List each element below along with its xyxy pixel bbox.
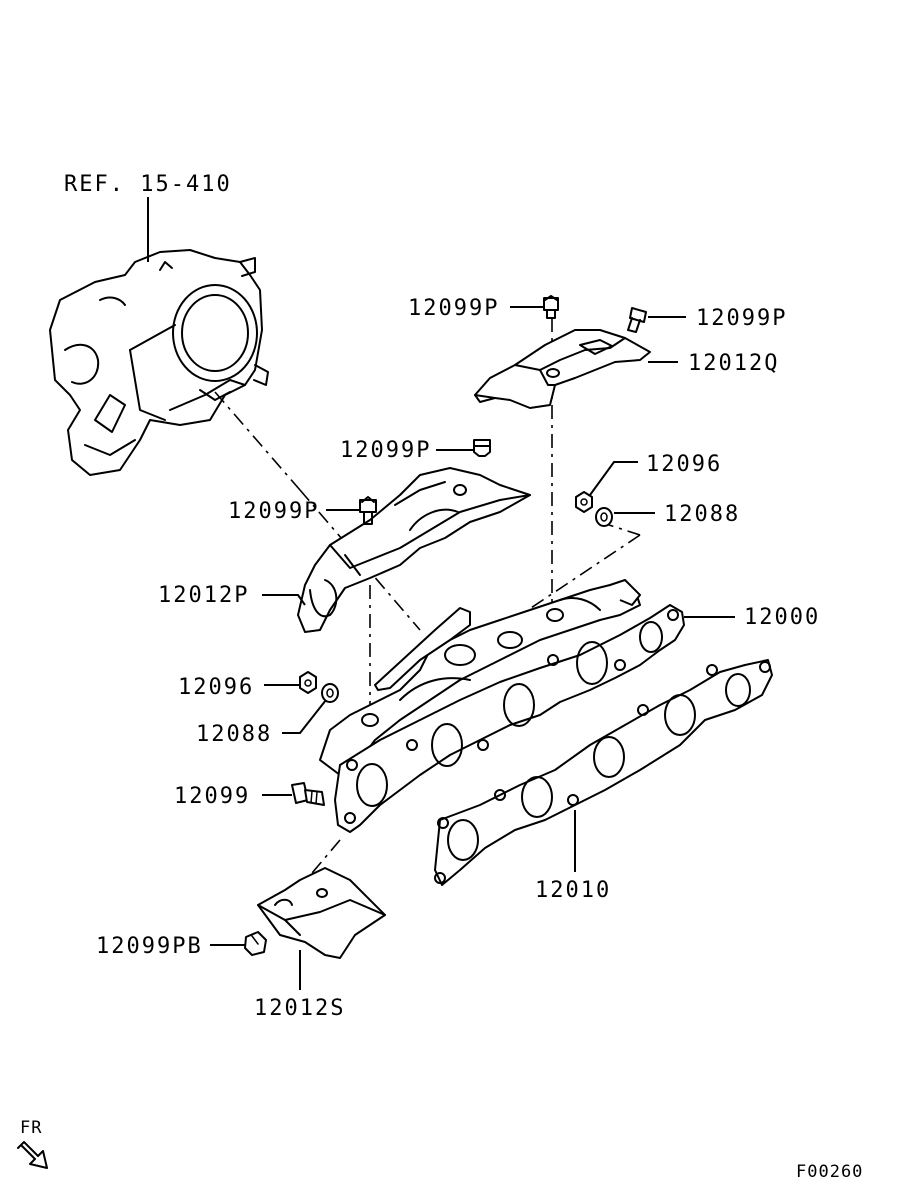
label-ref: REF. 15-410 [64, 172, 232, 197]
label-12088-right: 12088 [664, 502, 740, 527]
turbocharger-drawing [49, 249, 269, 476]
bolt-12099p-right [627, 307, 647, 333]
figure-code: F00260 [796, 1162, 863, 1182]
label-12099p-top: 12099P [408, 296, 499, 321]
exhaust-manifold-12000 [319, 579, 685, 833]
front-direction-indicator: FR [17, 1118, 48, 1169]
part-labels: REF. 15-410 12099P 12099P 12012Q 12099P … [64, 172, 820, 1021]
heat-shield-12012p [297, 467, 531, 633]
fr-label: FR [20, 1118, 42, 1138]
label-12096-right: 12096 [646, 452, 722, 477]
label-12000: 12000 [744, 605, 820, 630]
label-12099: 12099 [174, 784, 250, 809]
leader-lines [210, 306, 735, 990]
washer-12088-right [595, 507, 613, 527]
cap-12099p [473, 439, 491, 457]
heat-shield-12012s [257, 867, 386, 959]
bolt-12099p-top [543, 295, 559, 319]
label-12099p-mid: 12099P [228, 499, 319, 524]
nut-12096-right [575, 491, 593, 513]
nut-12096-left [299, 671, 317, 694]
label-12012p: 12012P [158, 583, 249, 608]
heat-shield-12012q [474, 329, 651, 409]
label-12088-left: 12088 [196, 722, 272, 747]
label-12012q: 12012Q [688, 351, 779, 376]
bolt-12099pb [244, 931, 267, 956]
label-12010: 12010 [535, 878, 611, 903]
label-12099pb: 12099PB [96, 934, 203, 959]
bolt-12099p-mid [359, 496, 377, 525]
fr-arrow-icon [17, 1141, 48, 1169]
gasket-12010 [434, 659, 773, 886]
label-12096-left: 12096 [178, 675, 254, 700]
washer-12088-left [321, 683, 339, 703]
label-12099p-right: 12099P [696, 306, 787, 331]
label-12012s: 12012S [254, 996, 345, 1021]
label-12099p-cap: 12099P [340, 438, 431, 463]
stud-bolt-12099 [291, 782, 325, 806]
